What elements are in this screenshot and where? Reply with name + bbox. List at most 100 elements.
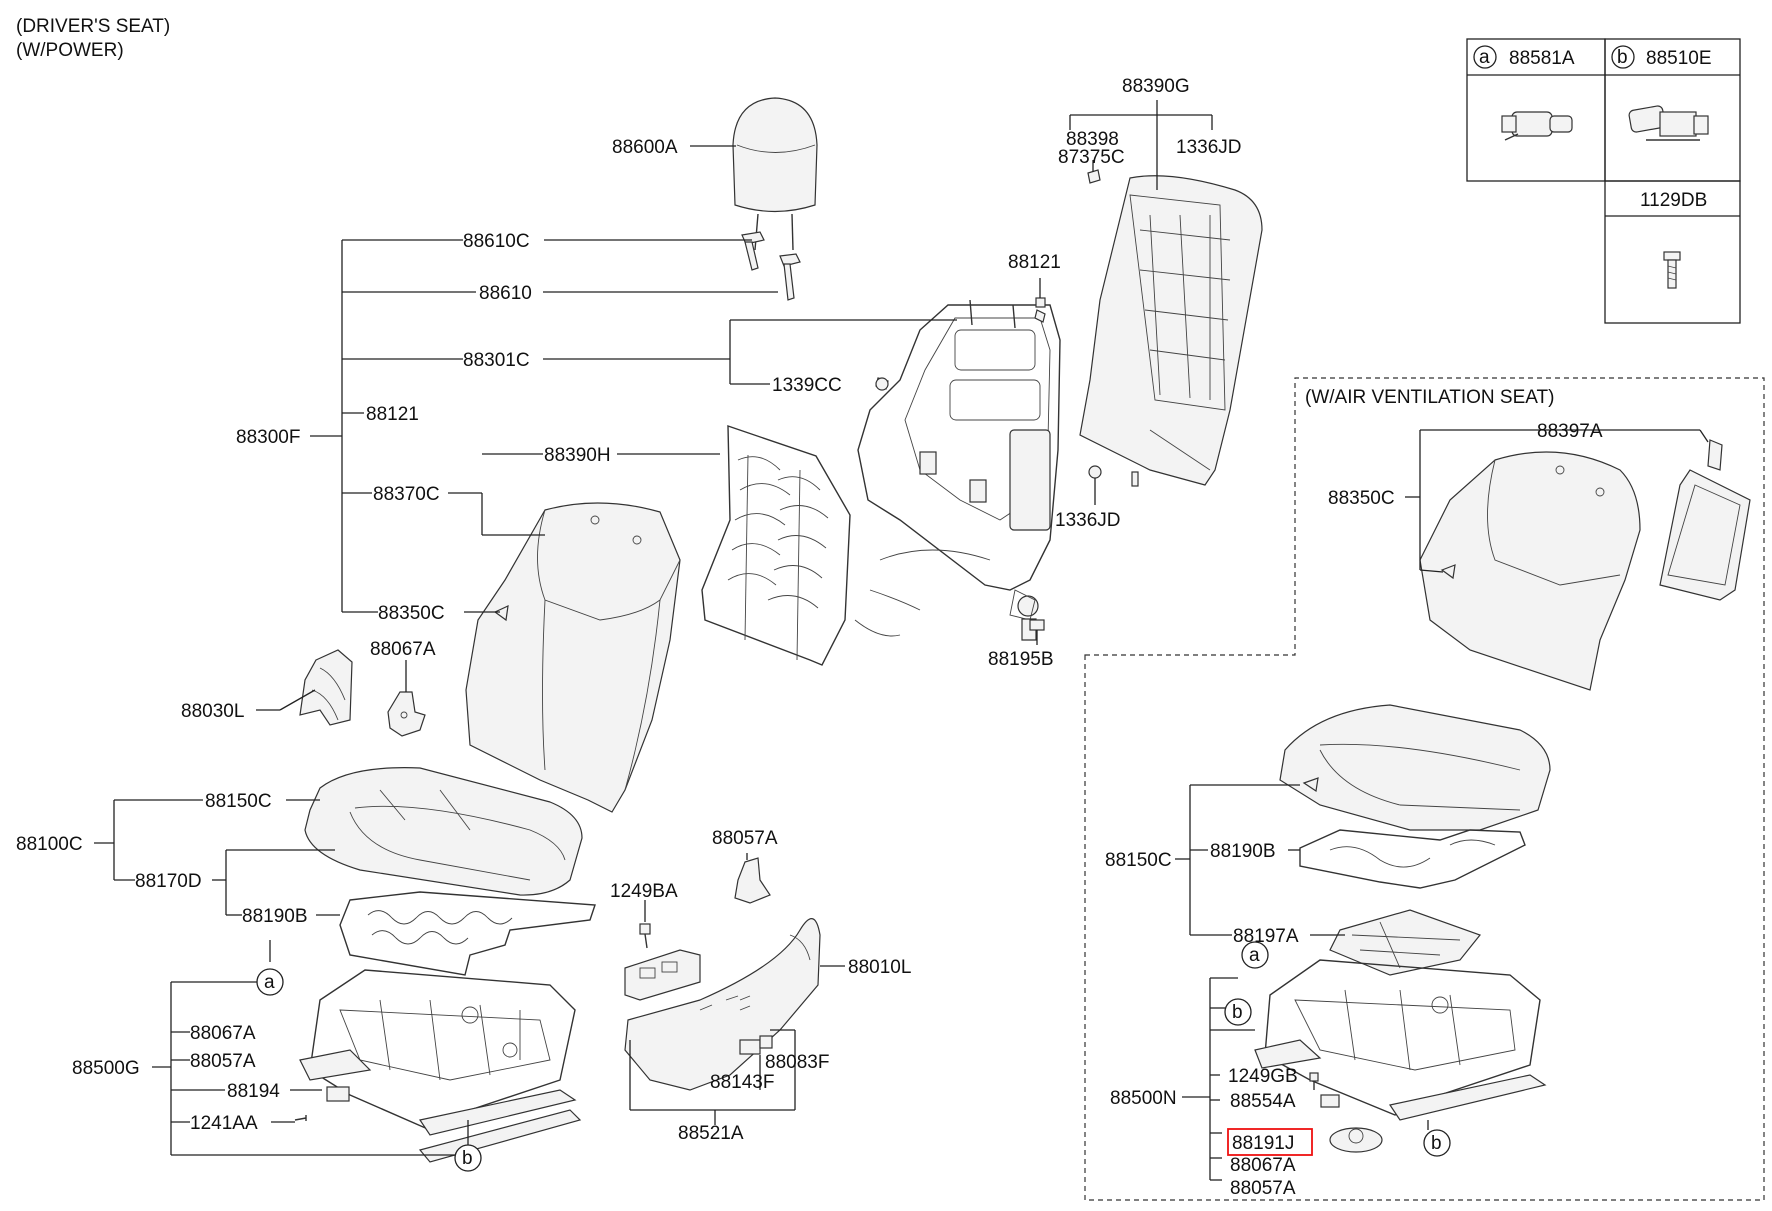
label-88554A[interactable]: 88554A — [1230, 1091, 1296, 1112]
label-88397A[interactable]: 88397A — [1537, 421, 1603, 442]
label-88170D[interactable]: 88170D — [135, 871, 202, 892]
label-88500G[interactable]: 88500G — [72, 1058, 140, 1079]
label-88610C[interactable]: 88610C — [463, 231, 530, 252]
bolt-1249gb-drawing[interactable] — [1309, 1072, 1319, 1090]
screw-drawing[interactable] — [294, 1115, 307, 1121]
back-cover-panel-drawing[interactable] — [1079, 175, 1263, 487]
bolt-icon — [1663, 251, 1681, 289]
label-88600A[interactable]: 88600A — [612, 137, 678, 158]
label-88500N[interactable]: 88500N — [1110, 1088, 1177, 1109]
ventilated-seat-cushion-drawing[interactable] — [1279, 704, 1551, 831]
bolt-1336jd-drawing[interactable] — [1088, 465, 1102, 479]
switch-plate-drawing[interactable] — [624, 949, 701, 1001]
blower-panel-drawing[interactable] — [1659, 439, 1751, 601]
label-88143F[interactable]: 88143F — [710, 1072, 774, 1093]
side-cover-drawing[interactable] — [624, 918, 821, 1091]
ventilation-duct-mat-drawing[interactable] — [1329, 909, 1481, 976]
side-shield-drawing[interactable] — [299, 649, 353, 726]
bracket-88057a-drawing[interactable] — [734, 857, 771, 904]
label-88521A[interactable]: 88521A — [678, 1123, 744, 1144]
legend-part-a[interactable]: 88581A — [1509, 48, 1575, 69]
marker-b-right-lower[interactable]: b — [1423, 1129, 1451, 1157]
label-88194[interactable]: 88194 — [227, 1081, 280, 1102]
label-88100C[interactable]: 88100C — [16, 834, 83, 855]
marker-a-right[interactable]: a — [1241, 941, 1269, 969]
legend-marker-b-label: b — [1617, 47, 1628, 68]
legend-marker-a — [1473, 45, 1497, 69]
label-1336JD-top[interactable]: 1336JD — [1176, 137, 1242, 158]
switch-knob-drawing[interactable] — [739, 1035, 773, 1055]
label-88191J[interactable]: 88191J — [1232, 1133, 1294, 1154]
label-88010L[interactable]: 88010L — [848, 957, 911, 978]
label-88067A-lower[interactable]: 88067A — [190, 1023, 256, 1044]
leader-lines — [94, 100, 1213, 1156]
label-88350C-right[interactable]: 88350C — [1328, 488, 1395, 509]
seatback-cover-drawing[interactable] — [465, 502, 681, 813]
label-88083F[interactable]: 88083F — [765, 1052, 829, 1073]
seat-track-assembly-drawing[interactable] — [299, 969, 582, 1163]
label-88390H[interactable]: 88390H — [544, 445, 611, 466]
label-88030L[interactable]: 88030L — [181, 701, 244, 722]
ventilated-track-assembly-drawing[interactable] — [1254, 959, 1547, 1121]
svg-text:b: b — [1232, 1002, 1243, 1023]
seatback-frame-drawing[interactable] — [854, 299, 1061, 641]
label-88190B-left[interactable]: 88190B — [242, 906, 308, 927]
ventilated-seatback-cover-drawing[interactable] — [1419, 451, 1641, 691]
legend-part-b[interactable]: 88510E — [1646, 48, 1712, 69]
label-1249GB[interactable]: 1249GB — [1228, 1066, 1298, 1087]
label-88301C[interactable]: 88301C — [463, 350, 530, 371]
label-88121-mid[interactable]: 88121 — [1008, 252, 1061, 273]
label-88057A-lower[interactable]: 88057A — [190, 1051, 256, 1072]
seat-cushion-cover-drawing[interactable] — [304, 767, 583, 896]
legend-marker-a-label: a — [1479, 47, 1490, 68]
label-88197A[interactable]: 88197A — [1233, 926, 1299, 947]
marker-a-left[interactable]: a — [256, 968, 284, 996]
legend-marker-b — [1611, 45, 1635, 69]
ventilation-inset-title: (W/AIR VENTILATION SEAT) — [1305, 387, 1554, 408]
label-1241AA[interactable]: 1241AA — [190, 1113, 258, 1134]
label-88057A-mid[interactable]: 88057A — [712, 828, 778, 849]
seat-heater-mat-drawing[interactable] — [339, 891, 596, 976]
label-88398[interactable]: 88398 — [1066, 129, 1119, 150]
marker-b-right-upper[interactable]: b — [1224, 998, 1252, 1026]
label-88350C-left[interactable]: 88350C — [378, 603, 445, 624]
bolt-88195b-drawing[interactable] — [1029, 619, 1045, 631]
clip-drawing[interactable] — [1087, 169, 1101, 184]
label-88067A-top[interactable]: 88067A — [370, 639, 436, 660]
label-88190B-right[interactable]: 88190B — [1210, 841, 1276, 862]
inset-leader-lines — [1175, 429, 1709, 1181]
label-1249BA[interactable]: 1249BA — [610, 881, 678, 902]
motor-b-icon — [1628, 105, 1709, 141]
label-88121-left[interactable]: 88121 — [366, 404, 419, 425]
ventilation-fan-drawing[interactable] — [1329, 1127, 1383, 1153]
clip-88121-drawing[interactable] — [1035, 297, 1046, 308]
connector-drawing[interactable] — [326, 1086, 350, 1102]
ventilated-heater-mat-drawing[interactable] — [1299, 829, 1526, 889]
label-88067A-right[interactable]: 88067A — [1230, 1155, 1296, 1176]
connector-88554a-drawing[interactable] — [1320, 1094, 1340, 1108]
label-88610[interactable]: 88610 — [479, 283, 532, 304]
back-heater-mat-drawing[interactable] — [701, 425, 851, 666]
bolt-1249ba-drawing[interactable] — [639, 923, 651, 949]
label-88390G[interactable]: 88390G — [1122, 76, 1190, 97]
label-88150C-right[interactable]: 88150C — [1105, 850, 1172, 871]
label-1339CC[interactable]: 1339CC — [772, 375, 842, 396]
bracket-drawing[interactable] — [387, 691, 426, 737]
label-88150C-left[interactable]: 88150C — [205, 791, 272, 812]
label-1336JD-mid[interactable]: 1336JD — [1055, 510, 1121, 531]
label-88370C[interactable]: 88370C — [373, 484, 440, 505]
highlight-box-88191J — [1227, 1128, 1313, 1156]
label-87375C[interactable]: 87375C — [1058, 147, 1125, 168]
svg-text:a: a — [1249, 945, 1260, 966]
legend-table: a 88581A b 88510E 1129DB — [1466, 38, 1741, 324]
label-88300F[interactable]: 88300F — [236, 427, 300, 448]
seat-type-heading: (DRIVER'S SEAT) — [16, 16, 170, 37]
headrest-drawing[interactable] — [732, 97, 818, 301]
svg-text:a: a — [264, 972, 275, 993]
marker-b-left[interactable]: b — [454, 1144, 482, 1172]
nut-1339cc-drawing[interactable] — [875, 377, 889, 391]
legend-part-bolt[interactable]: 1129DB — [1640, 190, 1707, 211]
label-88057A-right[interactable]: 88057A — [1230, 1178, 1296, 1199]
label-88195B[interactable]: 88195B — [988, 649, 1054, 670]
